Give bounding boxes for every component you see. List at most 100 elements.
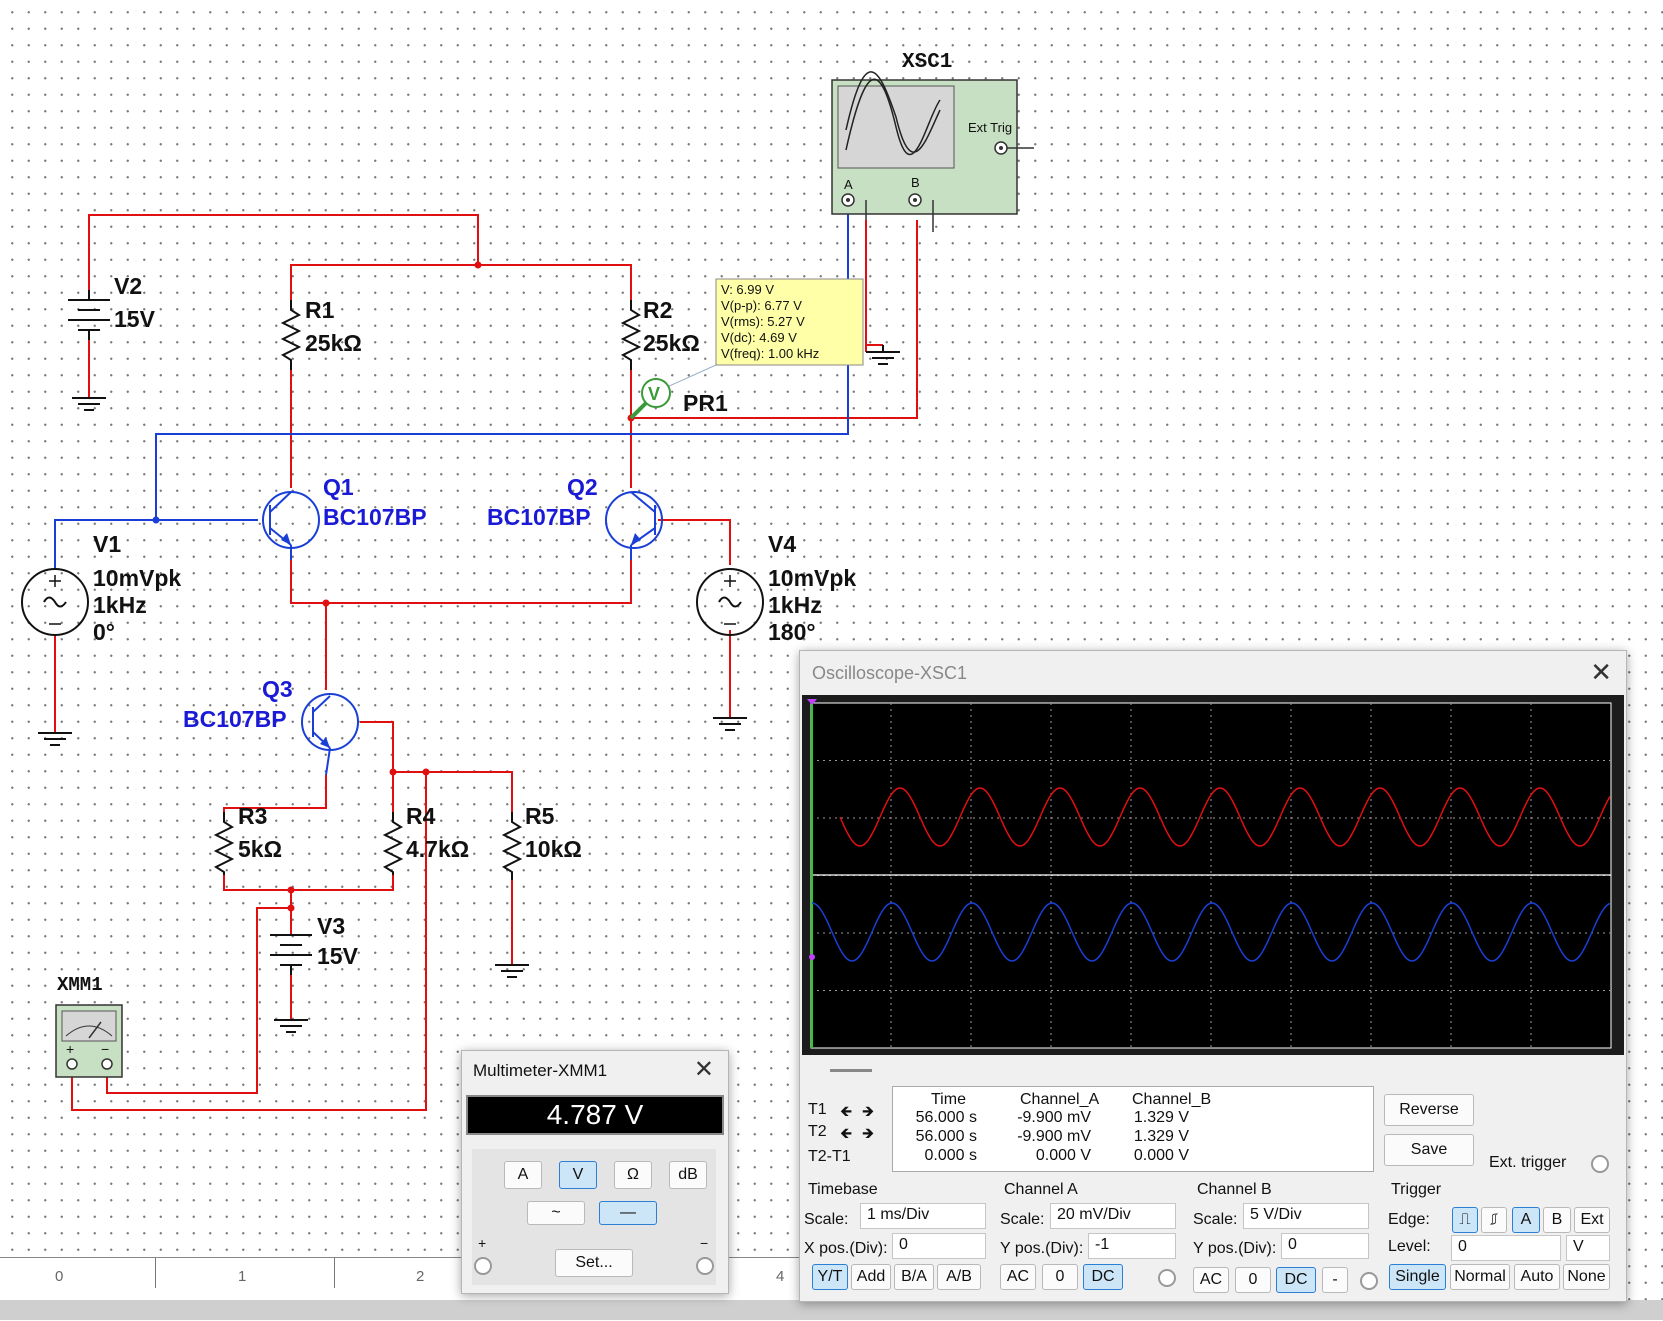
scope-icon-wave: [845, 78, 941, 156]
t1-time: 56.000 s: [915, 1109, 977, 1126]
q1-model: BC107BP: [323, 504, 427, 530]
ac-sources: [21, 568, 764, 636]
bottom-strip: [0, 1300, 1663, 1320]
negative-terminal-label: −: [700, 1235, 709, 1251]
ab-mode-button[interactable]: A/B: [937, 1264, 981, 1290]
channel-a-zero-button[interactable]: 0: [1042, 1264, 1078, 1290]
multimeter-window[interactable]: Multimeter-XMM1 ✕ 4.787 V A V Ω dB ~ — +…: [461, 1050, 729, 1294]
channel-a-scale-field[interactable]: 20 mV/Div: [1050, 1203, 1176, 1229]
falling-edge-icon[interactable]: ⎎: [1481, 1207, 1507, 1233]
cursor-t1-handle[interactable]: [807, 699, 817, 705]
channel-a-ac-button[interactable]: AC: [1000, 1264, 1036, 1290]
oscilloscope-screen[interactable]: [802, 695, 1624, 1055]
timebase-xpos-field[interactable]: 0: [892, 1233, 986, 1259]
multimeter-display: 4.787 V: [466, 1095, 724, 1135]
channel-a-ypos-label: Y pos.(Div):: [1000, 1240, 1084, 1257]
yt-mode-button[interactable]: Y/T: [812, 1264, 848, 1290]
trigger-none-button[interactable]: None: [1563, 1264, 1610, 1290]
decibel-button[interactable]: dB: [669, 1161, 707, 1189]
channel-b-dc-button[interactable]: DC: [1276, 1267, 1316, 1293]
trigger-source-a-button[interactable]: A: [1512, 1207, 1540, 1233]
set-button[interactable]: Set...: [555, 1249, 633, 1277]
dc-mode-button[interactable]: —: [599, 1201, 657, 1225]
channel-b-scale-field[interactable]: 5 V/Div: [1243, 1203, 1369, 1229]
trigger-single-button[interactable]: Single: [1389, 1264, 1446, 1290]
channel-a-dc-button[interactable]: DC: [1083, 1264, 1123, 1290]
t2-channel-b: 1.329 V: [1133, 1128, 1189, 1145]
trigger-normal-button[interactable]: Normal: [1450, 1264, 1510, 1290]
v4-amplitude: 10mVpk: [768, 565, 856, 591]
r2-label: R2: [643, 297, 672, 323]
t2-t1-channel-a: 0.000 V: [1035, 1147, 1091, 1164]
ammeter-button[interactable]: A: [504, 1161, 542, 1189]
t2-time: 56.000 s: [915, 1128, 977, 1145]
t1-right-arrow-icon[interactable]: 🡺: [862, 1103, 875, 1120]
trigger-level-unit[interactable]: V: [1566, 1235, 1610, 1261]
channel-b-zero-button[interactable]: 0: [1235, 1267, 1271, 1293]
ba-mode-button[interactable]: B/A: [894, 1264, 934, 1290]
channel-a-terminal-label: A: [844, 177, 853, 192]
multimeter-instrument[interactable]: + − XMM1: [55, 974, 123, 1078]
r1-value: 25kΩ: [305, 330, 362, 356]
channel-b-title: Channel B: [1197, 1181, 1272, 1198]
t2-t1-time: 0.000 s: [924, 1147, 977, 1164]
oscilloscope-window[interactable]: Oscilloscope-XSC1 ✕ T1 T2 T2-T1 🡸 🡺 🡸 🡺 …: [799, 650, 1627, 1302]
r2-value: 25kΩ: [643, 330, 700, 356]
trigger-level-field[interactable]: 0: [1451, 1235, 1561, 1261]
channel-b-trace: [811, 902, 1611, 962]
trigger-source-b-button[interactable]: B: [1543, 1207, 1571, 1233]
ohmmeter-button[interactable]: Ω: [614, 1161, 652, 1189]
svg-text:+: +: [66, 1041, 74, 1057]
oscilloscope-instrument[interactable]: XSC1 Ext Trig A B: [831, 51, 1034, 232]
timebase-scale-label: Scale:: [804, 1211, 849, 1228]
screen-scrollbar[interactable]: [830, 1069, 872, 1072]
reverse-button[interactable]: Reverse: [1384, 1094, 1474, 1126]
probe-reading-vpp: V(p-p): 6.77 V: [721, 298, 802, 313]
r4-value: 4.7kΩ: [406, 836, 469, 862]
multimeter-controls: A V Ω dB ~ — + − Set...: [472, 1149, 716, 1285]
component-labels: V2 15V R1 25kΩ R2 25kΩ PR1 Q1 BC107BP Q2…: [93, 273, 856, 969]
t1-left-arrow-icon[interactable]: 🡸: [840, 1103, 853, 1120]
timebase-scale-field[interactable]: 1 ms/Div: [860, 1203, 986, 1229]
ground-symbols: [38, 344, 900, 1033]
channel-b-ypos-field[interactable]: 0: [1281, 1233, 1369, 1259]
ac-mode-button[interactable]: ~: [527, 1201, 585, 1225]
add-mode-button[interactable]: Add: [851, 1264, 891, 1290]
q2-model: BC107BP: [487, 504, 591, 530]
oscilloscope-window-title: Oscilloscope-XSC1: [812, 663, 968, 683]
ruler-label: 0: [55, 1268, 64, 1285]
channel-b-ac-button[interactable]: AC: [1193, 1267, 1229, 1293]
v2-label: V2: [114, 273, 142, 299]
positive-terminal-icon: [474, 1257, 492, 1275]
v4-phase: 180°: [768, 619, 816, 645]
r4-label: R4: [406, 803, 436, 829]
t2-t1-label: T2-T1: [808, 1148, 851, 1165]
q1-label: Q1: [323, 474, 354, 500]
t2-right-arrow-icon[interactable]: 🡺: [862, 1125, 875, 1142]
svg-text:−: −: [101, 1041, 109, 1057]
ext-trigger-radio[interactable]: [1591, 1155, 1609, 1173]
t1-channel-b: 1.329 V: [1133, 1109, 1189, 1126]
probe-v-icon: V: [648, 384, 660, 404]
voltmeter-button[interactable]: V: [559, 1161, 597, 1189]
rising-edge-icon[interactable]: ⎍: [1452, 1207, 1478, 1233]
ext-trigger-label: Ext. trigger: [1489, 1154, 1567, 1171]
v3-label: V3: [317, 913, 345, 939]
close-icon[interactable]: ✕: [1590, 657, 1612, 687]
t2-t1-channel-b: 0.000 V: [1133, 1147, 1189, 1164]
probe-reading-vdc: V(dc): 4.69 V: [721, 330, 797, 345]
r5-label: R5: [525, 803, 555, 829]
r1-label: R1: [305, 297, 335, 323]
voltage-probe[interactable]: V: [629, 364, 717, 420]
ruler-label: 4: [776, 1268, 785, 1285]
trigger-auto-button[interactable]: Auto: [1514, 1264, 1560, 1290]
channel-a-terminal-icon: [1158, 1269, 1176, 1287]
trigger-source-ext-button[interactable]: Ext: [1574, 1207, 1610, 1233]
channel-a-ypos-field[interactable]: -1: [1088, 1233, 1176, 1259]
t2-left-arrow-icon[interactable]: 🡸: [840, 1125, 853, 1142]
close-icon[interactable]: ✕: [693, 1056, 714, 1083]
v1-frequency: 1kHz: [93, 592, 147, 618]
save-button[interactable]: Save: [1384, 1134, 1474, 1166]
channel-b-invert-button[interactable]: -: [1322, 1267, 1348, 1293]
